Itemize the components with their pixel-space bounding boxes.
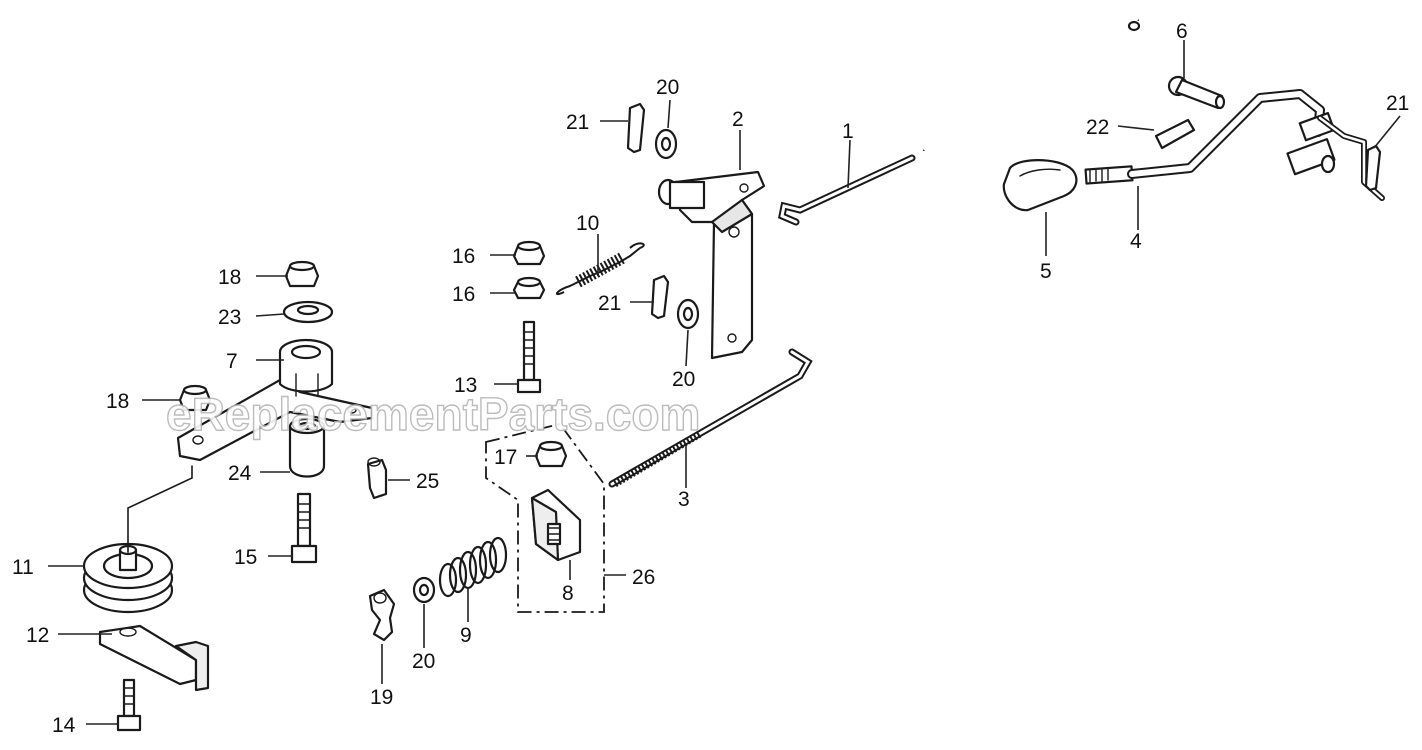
part-fitting-25 [366,457,388,500]
callout-18b: 18 [106,390,129,413]
callout-20c: 20 [412,650,435,673]
callout-20b: 20 [672,368,695,391]
callout-14: 14 [52,714,76,737]
callout-21c: 21 [1386,92,1409,115]
callout-3: 3 [678,488,690,511]
part-tension-spring-10 [555,242,645,296]
part-spring-9 [438,536,508,598]
part-bolt-15 [290,492,318,564]
callout-11: 11 [12,556,34,579]
part-knob-5 [1002,159,1078,212]
part-bolt-13 [516,320,542,394]
part-plate-12 [98,624,210,692]
callout-15: 15 [234,546,257,569]
watermark: eReplacementParts.com [166,388,700,440]
callout-8: 8 [562,582,574,605]
callout-21b: 21 [598,292,621,315]
callout-leaders [48,40,1401,725]
part-cotter-pin-21c [1364,144,1382,192]
part-washer-20a [654,128,678,160]
part-washer-20c [412,576,436,604]
callout-16a: 16 [452,245,475,268]
part-bushing-24 [288,417,326,478]
callout-1: 1 [842,120,854,143]
callout-7: 7 [226,350,238,373]
part-cotter-pin-21b [650,274,670,320]
part-nut-18b [178,384,212,412]
callout-6: 6 [1176,20,1188,43]
callout-2: 2 [732,108,744,131]
callout-labels: 1 2 3 4 5 6 7 8 9 10 11 12 13 14 15 16 1… [12,20,1409,737]
callout-17: 17 [494,446,517,469]
callout-9: 9 [460,624,472,647]
part-pulley-arm-7 [176,338,374,462]
part-washer-23 [282,300,334,324]
callout-20a: 20 [656,76,679,99]
callout-22: 22 [1086,116,1109,139]
part-nut-17 [534,440,568,468]
callout-21a: 21 [566,111,589,134]
part-angle-bracket-8 [530,488,582,562]
part-assembly-26 [485,422,605,613]
part-bracket-2 [657,170,766,360]
callout-10: 10 [576,212,599,235]
callout-26: 26 [632,566,655,589]
part-pin-6 [1167,75,1226,110]
part-clip-19 [368,588,396,642]
part-bolt-14 [116,678,142,732]
callout-25: 25 [416,470,439,493]
part-rod-1 [778,10,1141,226]
part-nut-18a [284,260,320,288]
callout-4: 4 [1130,230,1142,253]
callout-24: 24 [228,462,252,485]
callout-18a: 18 [218,266,241,289]
callout-12: 12 [26,624,49,647]
callout-16b: 16 [452,283,475,306]
part-key-22 [1154,118,1196,150]
callout-19: 19 [370,686,393,709]
part-threaded-rod-3 [608,348,813,488]
callout-5: 5 [1040,260,1052,283]
part-nut-16b [512,276,546,300]
part-cotter-pin-21a [626,102,646,154]
part-lever-4 [1084,89,1385,201]
part-nut-16a [512,240,546,266]
part-washer-20b [676,298,700,330]
callout-23: 23 [218,306,241,329]
callout-13: 13 [454,374,477,397]
part-pulley-11 [82,542,174,614]
